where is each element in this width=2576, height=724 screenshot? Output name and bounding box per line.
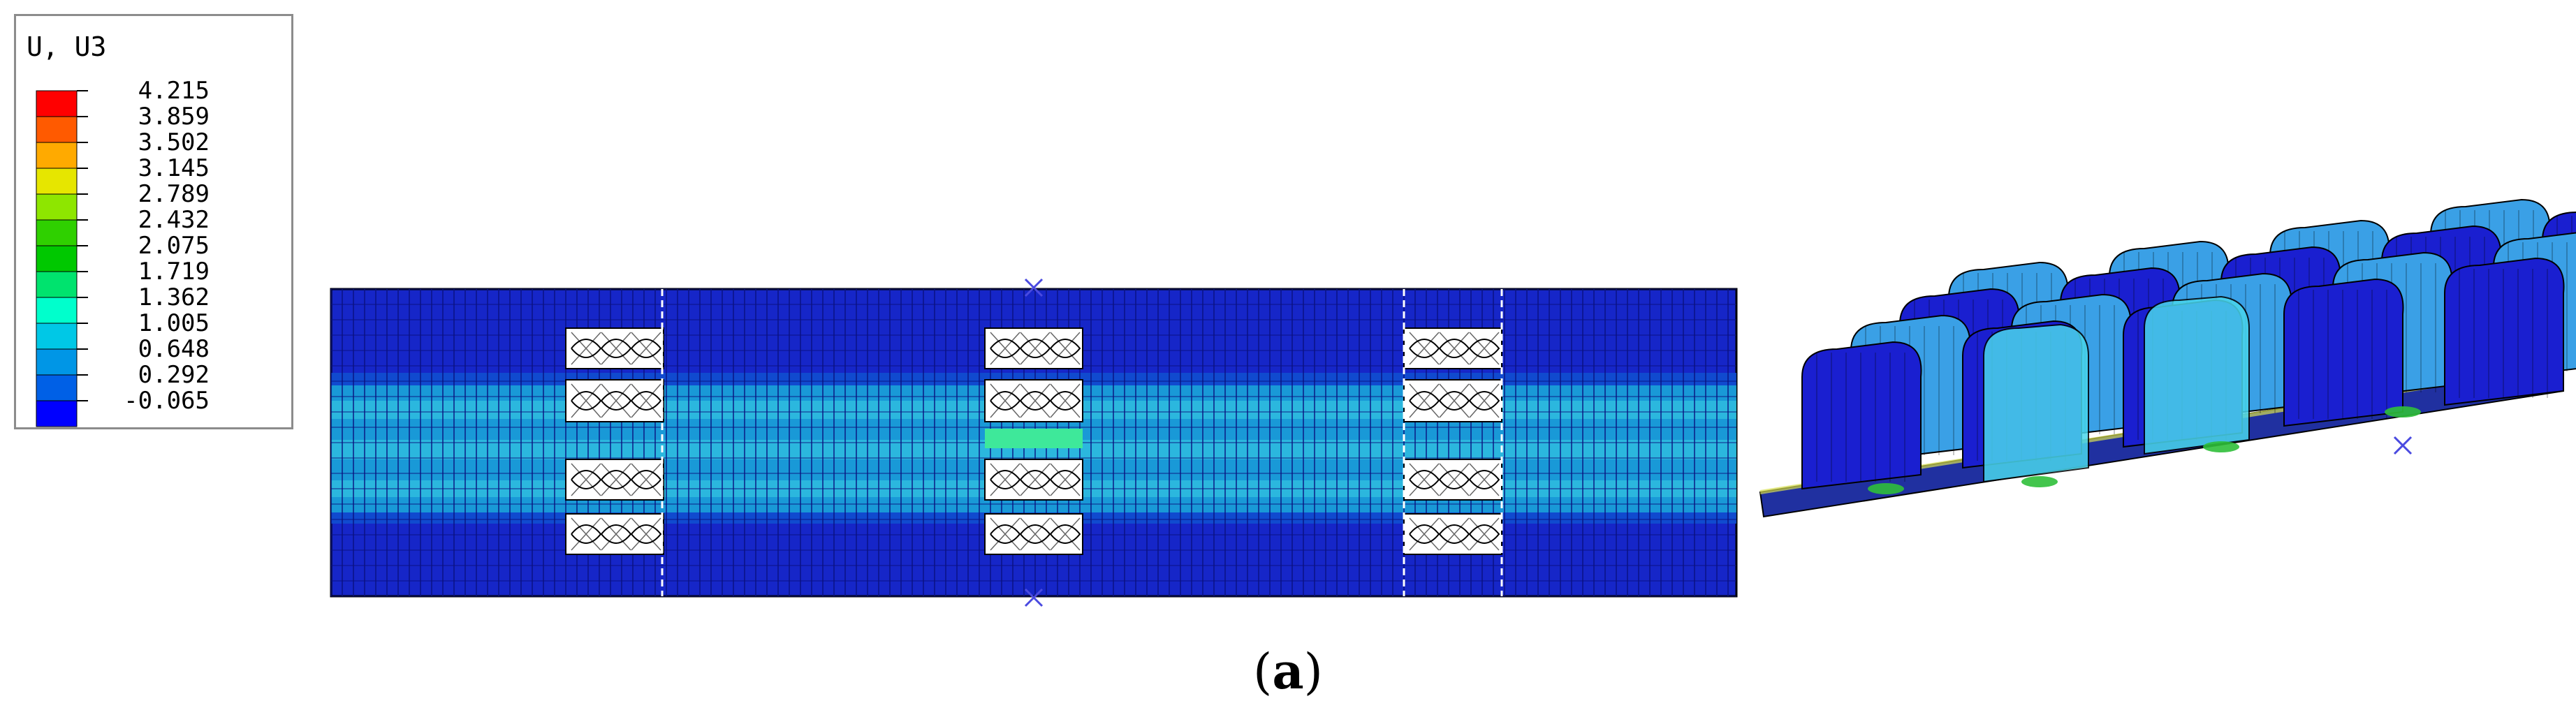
hole-panel [984,327,1083,369]
hole-panel [1403,379,1502,422]
hole-panel [565,379,664,422]
bellow-cross [990,463,1020,496]
hole-panel [565,327,664,369]
figure-caption: (a) [0,642,2576,700]
bellow-cross [990,383,1020,418]
legend-value: -0.065 [124,387,210,415]
iso-base-accent [2021,476,2058,487]
bellow-cross [1020,463,1051,496]
bellow-cross [1409,332,1440,365]
bellow-cross [571,332,601,365]
legend-value: 3.145 [138,154,210,182]
node-marker [1024,588,1044,607]
bellow-cross [990,332,1020,365]
bellow-cross [601,332,631,365]
bellow-cross [1409,383,1440,418]
hole-panel [1403,513,1502,555]
legend-swatch [36,297,78,324]
legend-scale: 4.2153.8593.5023.1452.7892.4322.0751.719… [36,77,210,427]
bellow-cross [571,383,601,418]
bellow-cross [1409,463,1440,496]
bellow-cross [631,332,661,365]
hole-panel [1403,459,1502,501]
bellow-cross [1020,517,1051,551]
hole-panel [984,459,1083,501]
peak-region [985,429,1083,448]
iso-base-accent [2385,406,2421,418]
legend-value: 0.292 [138,361,210,389]
bellow-cross [1020,383,1051,418]
bellow-cross [1469,463,1500,496]
bellow-cross [631,383,661,418]
legend-swatch [36,400,78,427]
legend-value: 1.362 [138,283,210,311]
bellow-cross [1409,517,1440,551]
legend-value: 2.789 [138,180,210,208]
bellow-cross [1050,463,1081,496]
plan-view-group [330,278,1738,607]
contour-band [331,497,1736,512]
bellow-cross [1469,517,1500,551]
hole-panel [1403,327,1502,369]
iso-lobe [1801,341,1922,490]
legend-value: 3.502 [138,128,210,156]
iso-lobe-highlight [1983,323,2089,483]
bellow-cross [1439,383,1470,418]
bellow-cross [1050,517,1081,551]
legend-value: 2.075 [138,232,210,260]
bellow-cross [601,383,631,418]
legend-swatch [36,219,78,246]
legend-swatch [36,245,78,272]
hole-panel [984,379,1083,422]
legend-swatch [36,271,78,298]
bellow-cross [601,517,631,551]
node-marker [1024,278,1044,297]
hole-panel [565,459,664,501]
legend-swatch [36,374,78,401]
legend-swatch [36,90,78,117]
iso-base-accent [2203,441,2239,452]
legend-value: 1.719 [138,258,210,286]
bellow-cross [1469,332,1500,365]
hole-panel [984,513,1083,555]
legend-value: 2.432 [138,206,210,234]
bellow-cross [631,463,661,496]
iso-node-marker [2393,436,2413,455]
caption-label: a [1272,642,1304,700]
bellow-cross [1050,332,1081,365]
caption-close-paren: ) [1303,643,1323,700]
legend-swatch [36,116,78,143]
bellow-cross [1439,332,1470,365]
legend-title: U, U3 [27,31,107,62]
iso-lobe [2283,278,2404,427]
iso-view-group [1759,198,2576,518]
iso-lobe [2444,257,2565,406]
bellow-cross [601,463,631,496]
bellow-cross [571,517,601,551]
bellow-cross [1439,463,1470,496]
legend-value: 0.648 [138,335,210,363]
bellow-cross [1050,383,1081,418]
bellow-cross [631,517,661,551]
bellow-cross [1020,332,1051,365]
iso-lobe-highlight [2144,295,2250,455]
legend-swatch [36,348,78,376]
legend-value: 3.859 [138,103,210,131]
legend-value: 4.215 [138,77,210,105]
legend-value: 1.005 [138,309,210,337]
iso-base-accent [1868,483,1904,494]
bellow-cross [571,463,601,496]
bellow-cross [1469,383,1500,418]
bellow-cross [990,517,1020,551]
caption-open-paren: ( [1253,643,1273,700]
hole-panel [565,513,664,555]
bellow-cross [1439,517,1470,551]
